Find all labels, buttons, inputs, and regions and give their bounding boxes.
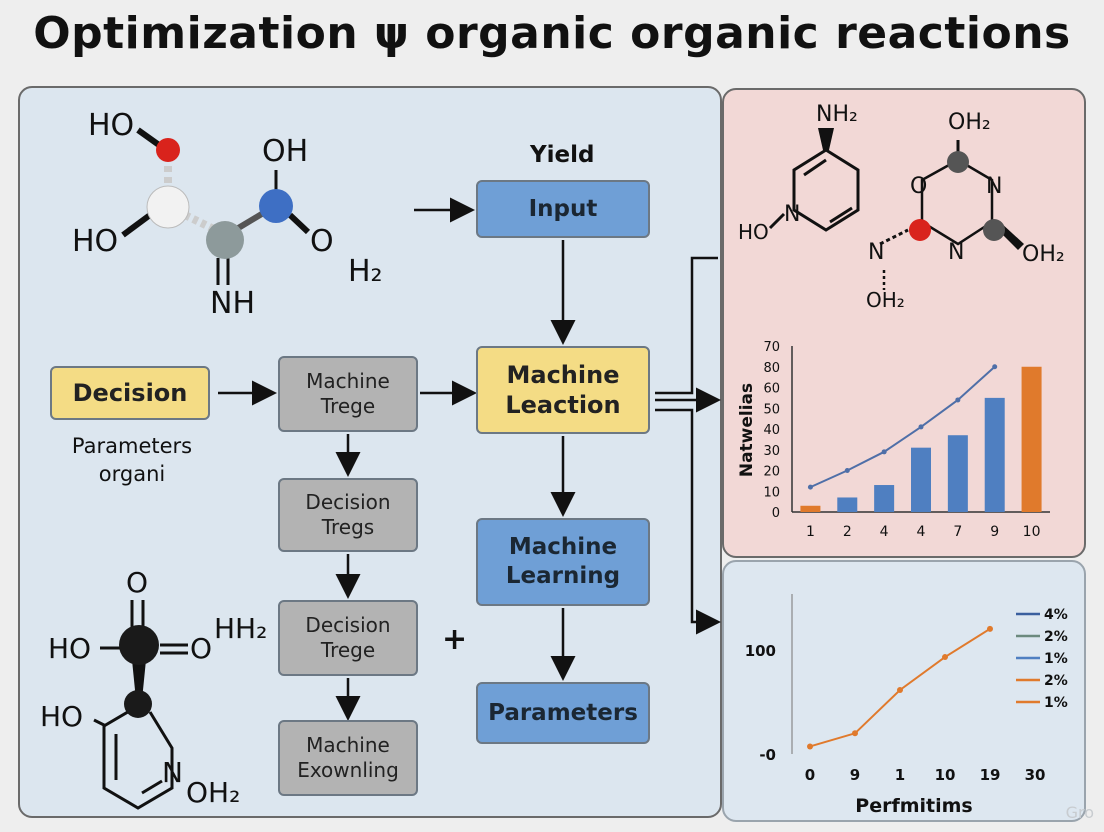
legend-label: 4% xyxy=(1044,607,1068,623)
decision-box: Decision xyxy=(50,366,210,420)
y-tick-label: 30 xyxy=(763,444,780,459)
label-ho-top: HO xyxy=(88,108,135,143)
label-n: N xyxy=(162,756,183,789)
label-oh2-right: OH₂ xyxy=(1022,242,1065,267)
y-tick-label: 20 xyxy=(763,465,780,480)
bar xyxy=(800,505,821,512)
label-n: N xyxy=(784,202,801,227)
label-ho: HO xyxy=(48,632,92,665)
trend-point xyxy=(881,449,887,455)
y-tick-label: 40 xyxy=(763,423,780,438)
trend-point xyxy=(918,424,924,430)
x-tick-label: 10 xyxy=(935,766,956,784)
decision-trege-box: Decision Trege xyxy=(278,600,418,676)
page-title: Optimization ψ organic organic reactions xyxy=(33,8,1071,59)
parameters-box: Parameters xyxy=(476,682,650,744)
parameters-note: Parameters organi xyxy=(71,434,193,487)
x-tick-label: 1 xyxy=(806,524,815,540)
machine-learning-box: Machine Learning xyxy=(476,518,650,606)
watermark: Gro xyxy=(1065,803,1094,822)
legend-label: 1% xyxy=(1044,695,1068,711)
label-o-top: O xyxy=(126,566,149,599)
machine-leaction-box: Machine Leaction xyxy=(476,346,650,434)
y-tick-label: -0 xyxy=(759,746,776,764)
x-tick-label: 19 xyxy=(980,766,1001,784)
trend-line xyxy=(810,366,996,489)
x-tick-label: 30 xyxy=(1025,766,1046,784)
bar xyxy=(947,435,968,512)
trend-point xyxy=(955,397,961,403)
x-axis-label: Perfmitims xyxy=(855,795,972,817)
yield-label: Yield xyxy=(530,142,595,168)
trend-point xyxy=(807,484,813,490)
label-ho-lower: HO xyxy=(40,700,84,733)
performance-panel xyxy=(722,560,1086,822)
y-tick-label: 100 xyxy=(745,642,776,660)
y-axis-label: Natwelias xyxy=(737,383,757,477)
machine-exownling-box: Machine Exownling xyxy=(278,720,418,796)
x-tick-label: 10 xyxy=(1023,524,1041,540)
y-tick-label: 50 xyxy=(763,402,780,417)
label-ho: HO xyxy=(738,220,769,244)
y-tick-label: 80 xyxy=(763,361,780,376)
bar xyxy=(984,397,1005,512)
label-nh2: NH₂ xyxy=(816,102,858,127)
y-tick-label: 60 xyxy=(763,382,780,397)
bar xyxy=(1021,366,1042,512)
machine-trege-box: Machine Trege xyxy=(278,356,418,432)
data-point xyxy=(942,654,948,661)
legend-label: 1% xyxy=(1044,651,1068,667)
label-oh2-bottom: OH₂ xyxy=(866,288,905,312)
y-tick-label: 0 xyxy=(772,506,780,521)
trend-point xyxy=(844,468,850,473)
trend-point xyxy=(992,364,998,370)
decision-tregs-box: Decision Tregs xyxy=(278,478,418,552)
label-o: O xyxy=(910,174,928,199)
label-hh2: HH₂ xyxy=(214,612,268,645)
legend-label: 2% xyxy=(1044,629,1068,645)
y-tick-label: 10 xyxy=(763,485,780,500)
data-point xyxy=(987,625,993,632)
bar xyxy=(837,497,858,512)
data-point xyxy=(807,743,813,750)
y-tick-label: 70 xyxy=(763,340,780,355)
label-n-bottom: N xyxy=(948,240,965,265)
label-h2: H₂ xyxy=(348,254,383,289)
x-tick-label: 2 xyxy=(843,524,852,540)
x-tick-label: 9 xyxy=(850,766,860,784)
x-tick-label: 9 xyxy=(990,524,999,540)
data-point xyxy=(897,687,903,693)
x-tick-label: 1 xyxy=(895,766,905,784)
x-tick-label: 4 xyxy=(917,524,926,540)
label-ho-left: HO xyxy=(72,224,119,259)
data-point xyxy=(852,730,858,737)
label-nh: NH xyxy=(210,286,255,321)
label-oh: OH xyxy=(262,134,309,169)
x-tick-label: 4 xyxy=(880,524,889,540)
label-n-left: N xyxy=(868,240,885,265)
legend-label: 2% xyxy=(1044,673,1068,689)
x-tick-label: 7 xyxy=(953,524,962,540)
bar xyxy=(874,485,895,512)
label-oh2-top: OH₂ xyxy=(948,110,991,135)
bar xyxy=(911,447,931,512)
plus-sign: + xyxy=(442,622,468,657)
label-o: O xyxy=(310,224,334,259)
label-oh2: OH₂ xyxy=(186,776,241,809)
input-box: Input xyxy=(476,180,650,238)
x-tick-label: 0 xyxy=(805,766,815,784)
label-o-right: O xyxy=(190,632,213,665)
label-n-right: N xyxy=(986,174,1003,199)
